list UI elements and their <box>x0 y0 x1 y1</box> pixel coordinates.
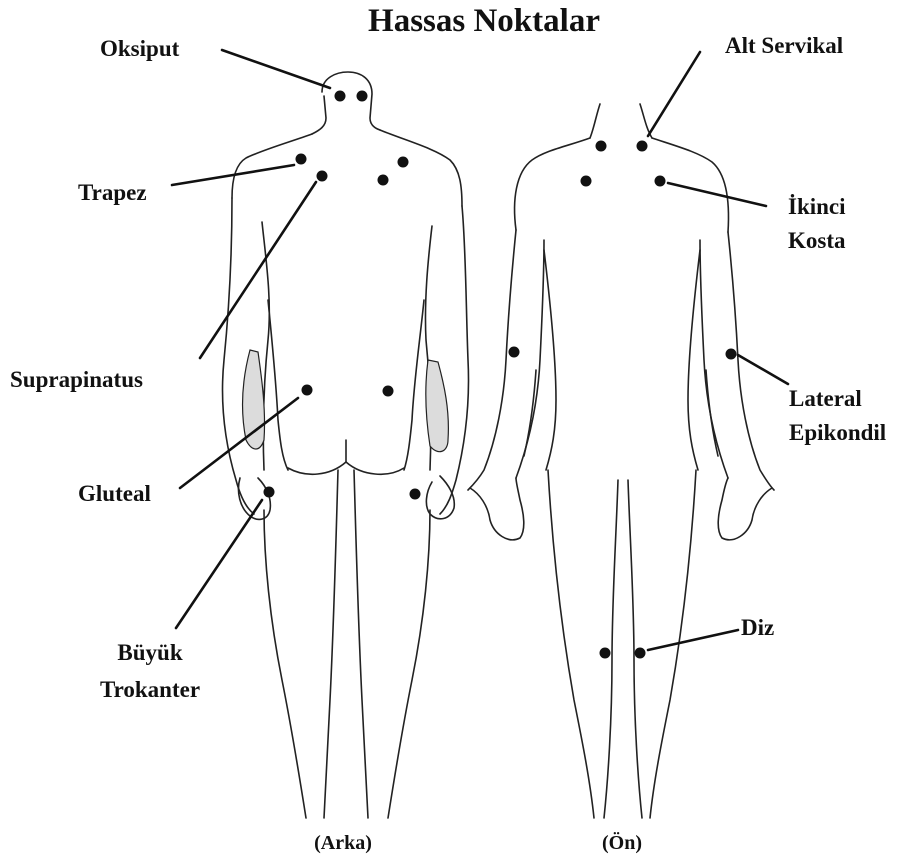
back-shoulder-right <box>380 130 462 206</box>
front-torso-right <box>688 250 700 470</box>
back-right-arm-outer <box>440 206 469 514</box>
back-torso-right <box>404 300 424 470</box>
tender-point-oksiput-right <box>357 91 368 102</box>
tender-point-trapez-left <box>296 154 307 165</box>
label-trapez: Trapez <box>78 180 147 205</box>
tender-point-servikal-right <box>637 141 648 152</box>
front-shoulder-left <box>515 138 590 230</box>
front-left-leg-outer <box>548 470 594 818</box>
back-right-leg-inner <box>354 470 368 818</box>
front-torso-left <box>544 250 556 470</box>
tender-point-trokanter-right <box>410 489 421 500</box>
tender-point-kosta-right <box>655 176 666 187</box>
back-right-forearm-shade <box>426 360 449 452</box>
leader-diz <box>648 630 738 650</box>
tender-point-suprapinatus-left <box>317 171 328 182</box>
leader-lateral-epikondil <box>738 355 788 384</box>
leader-ikinci-kosta <box>668 183 766 206</box>
front-right-arm-outer <box>728 232 774 490</box>
tender-point-trapez-right <box>398 157 409 168</box>
label-lateral-epikondil-line2: Epikondil <box>789 420 886 445</box>
label-suprapinatus: Suprapinatus <box>10 367 143 392</box>
front-left-arm-outer <box>468 230 516 490</box>
label-ikinci-kosta-line2: Kosta <box>788 228 846 253</box>
back-left-leg-inner <box>324 470 338 818</box>
label-lateral-epikondil-line1: Lateral <box>789 386 862 411</box>
tender-point-kosta-left <box>581 176 592 187</box>
back-view-figure <box>223 72 469 818</box>
tender-point-gluteal-left <box>302 385 313 396</box>
front-left-arm-inner <box>516 240 544 478</box>
leader-buyuk-trokanter <box>176 500 262 628</box>
back-head-outline <box>322 72 380 130</box>
tender-point-diz-right <box>635 648 646 659</box>
tender-point-epikondil-left <box>509 347 520 358</box>
tender-point-servikal-left <box>596 141 607 152</box>
label-alt-servikal: Alt Servikal <box>725 33 843 58</box>
label-diz: Diz <box>741 615 774 640</box>
front-neck-left <box>590 104 600 138</box>
view-label-back: (Arka) <box>314 832 372 854</box>
back-gluteal-fold <box>288 462 404 474</box>
label-buyuk-trokanter-line2: Trokanter <box>100 677 200 702</box>
front-left-hand <box>470 478 524 540</box>
tender-point-gluteal-right <box>383 386 394 397</box>
label-oksiput: Oksiput <box>100 36 180 61</box>
leader-alt-servikal <box>648 52 700 136</box>
tender-point-suprapinatus-right <box>378 175 389 186</box>
back-left-forearm-shade <box>243 350 265 449</box>
back-neck-left <box>312 96 326 134</box>
leader-suprapinatus <box>200 182 316 358</box>
back-left-leg-outer <box>264 510 306 818</box>
front-view-figure <box>468 104 774 818</box>
view-label-front: (Ön) <box>602 831 642 854</box>
page-title: Hassas Noktalar <box>368 3 600 39</box>
label-gluteal: Gluteal <box>78 481 151 506</box>
tender-point-trokanter-left <box>264 487 275 498</box>
tender-point-diz-left <box>600 648 611 659</box>
tender-point-oksiput-left <box>335 91 346 102</box>
leader-oksiput <box>222 50 330 88</box>
label-buyuk-trokanter-line1: Büyük <box>117 640 182 665</box>
front-right-arm-inner <box>700 240 728 478</box>
leader-lines <box>172 50 788 650</box>
back-torso-left <box>268 300 288 470</box>
tender-point-epikondil-right <box>726 349 737 360</box>
back-right-leg-outer <box>388 510 430 818</box>
front-right-hand <box>718 478 772 540</box>
label-ikinci-kosta-line1: İkinci <box>788 194 846 219</box>
back-shoulder-left <box>232 134 312 198</box>
